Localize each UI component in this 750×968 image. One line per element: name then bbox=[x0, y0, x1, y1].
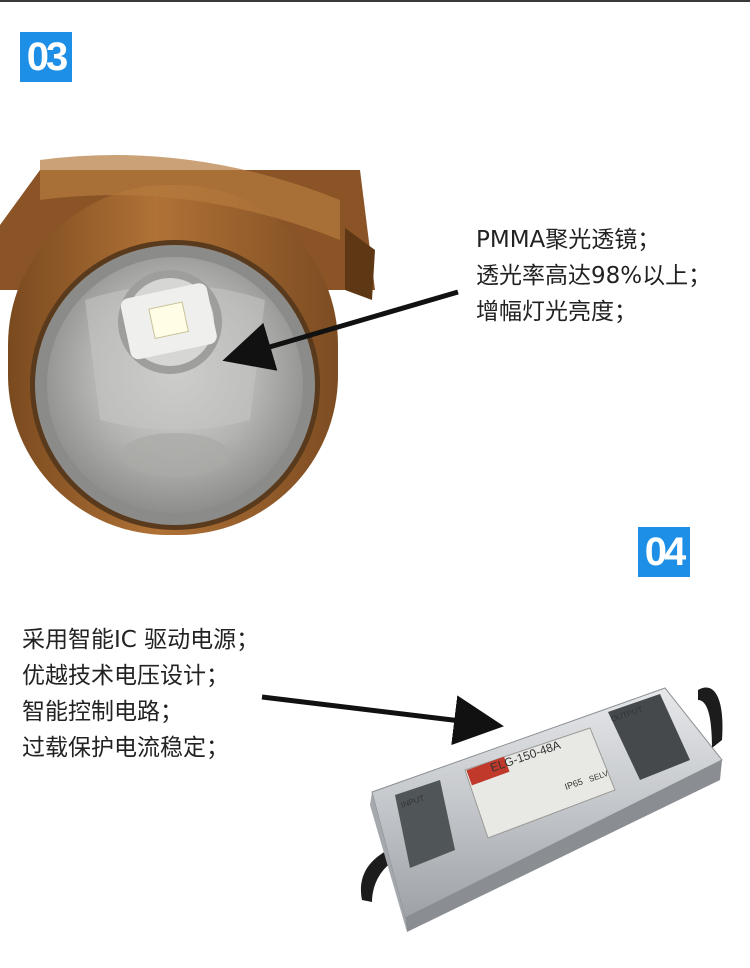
lens-pointer-arrow bbox=[222, 289, 459, 371]
caption-line: 智能控制电路； bbox=[22, 699, 183, 725]
section-badge-03: 03 bbox=[20, 32, 72, 82]
caption-line: 优越技术电压设计； bbox=[22, 663, 229, 689]
driver-pointer-arrow bbox=[261, 694, 504, 746]
top-divider bbox=[0, 0, 750, 2]
caption-line: 透光率高达98%以上； bbox=[476, 263, 712, 289]
section-badge-04: 04 bbox=[638, 527, 690, 577]
lamp-housing-image bbox=[0, 155, 375, 535]
caption-line: 增幅灯光亮度； bbox=[476, 299, 637, 325]
caption-line: PMMA聚光透镜； bbox=[476, 227, 661, 253]
caption-line: 过载保护电流稳定； bbox=[22, 735, 229, 761]
caption-line: 采用智能IC 驱动电源； bbox=[22, 627, 260, 653]
power-driver-image: ELG-150-48A INPUT OUTPUT IP65 SELV bbox=[360, 687, 723, 932]
lens-feature-caption: PMMA聚光透镜； 透光率高达98%以上； 增幅灯光亮度； bbox=[476, 222, 711, 330]
driver-feature-caption: 采用智能IC 驱动电源； 优越技术电压设计； 智能控制电路； 过载保护电流稳定； bbox=[22, 622, 259, 766]
